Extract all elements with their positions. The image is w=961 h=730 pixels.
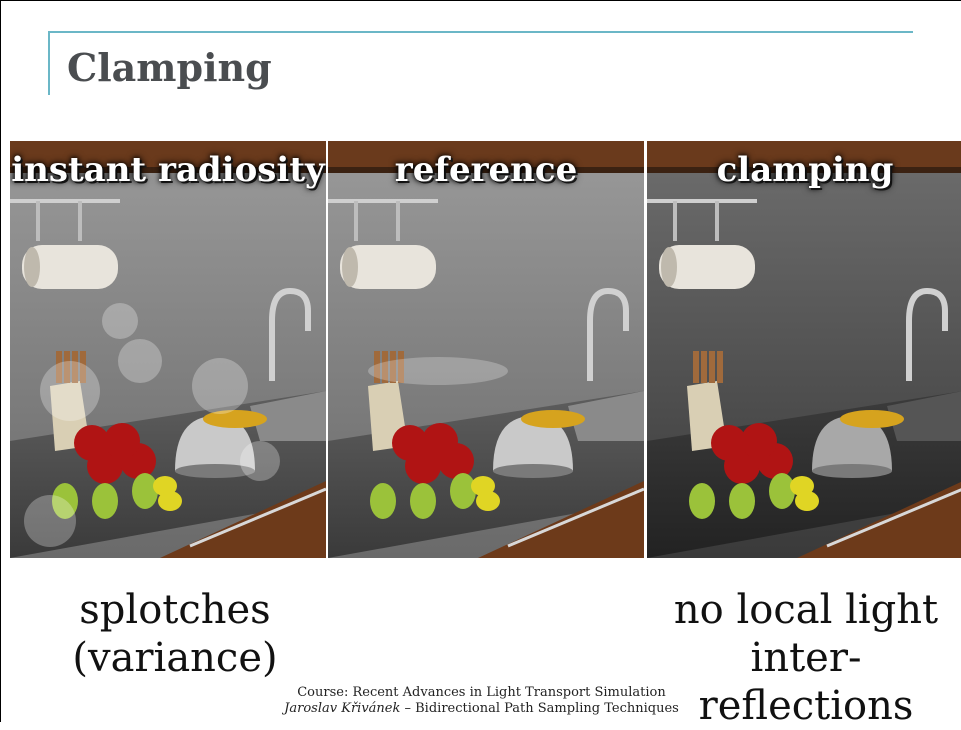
knife-handle — [398, 351, 404, 383]
green-pear — [132, 473, 158, 509]
sink-basin — [568, 391, 644, 441]
red-apple — [104, 423, 140, 459]
green-pear — [450, 473, 476, 509]
light-splotch — [192, 358, 248, 414]
knife-handle — [717, 351, 723, 383]
light-splotch — [102, 303, 138, 339]
render-panel-clamping: clamping — [647, 141, 961, 558]
knife-handle — [693, 351, 699, 383]
paper-towel-roll — [340, 245, 436, 289]
knife-handle — [382, 351, 388, 383]
kettle-base — [175, 464, 255, 478]
knife-handle — [80, 351, 86, 383]
green-pear — [729, 483, 755, 519]
paper-towel-roll-end — [661, 247, 677, 287]
green-pear — [410, 483, 436, 519]
panel-label-instant-radiosity: instant radiosity — [11, 150, 325, 190]
kettle — [493, 416, 573, 471]
knife-handle — [64, 351, 70, 383]
drawer-handle — [189, 487, 326, 548]
wood-drawer-front — [160, 481, 326, 558]
sink-basin — [887, 391, 961, 441]
yellow-bowl — [521, 410, 585, 428]
green-pear — [52, 483, 78, 519]
light-splotch — [40, 361, 100, 421]
paper-towel-roll — [659, 245, 755, 289]
light-splotch — [240, 441, 280, 481]
kettle-base — [812, 464, 892, 478]
caption-left-line1: splotches — [79, 587, 271, 633]
green-pear — [92, 483, 118, 519]
knife-handle — [390, 351, 396, 383]
panel-label-reference: reference — [394, 150, 578, 190]
title-accent-rule-horizontal — [48, 31, 913, 33]
green-pear — [769, 473, 795, 509]
yellow-bowl — [203, 410, 267, 428]
title-accent-rule-vertical — [48, 31, 50, 95]
lemon — [476, 491, 500, 511]
yellow-bowl — [840, 410, 904, 428]
knife-handle — [72, 351, 78, 383]
knife-handle — [56, 351, 62, 383]
green-pear — [370, 483, 396, 519]
light-splotch — [24, 495, 76, 547]
knife-handle — [374, 351, 380, 383]
red-apple — [392, 425, 428, 461]
caption-right-line1: no local light — [673, 587, 939, 633]
lemon — [790, 476, 814, 496]
caption-right: no local light inter-reflections — [651, 586, 961, 730]
lemon — [795, 491, 819, 511]
kitchen-render-image — [10, 141, 326, 558]
faucet — [587, 287, 629, 381]
drawer-handle — [507, 487, 644, 548]
paper-towel-roll-end — [342, 247, 358, 287]
kettle-base — [493, 464, 573, 478]
kitchen-render-image — [647, 141, 961, 558]
footer-author: Jaroslav Křivánek — [284, 701, 401, 716]
wood-cabinet-top — [647, 141, 961, 171]
lemon — [153, 476, 177, 496]
red-apple — [711, 425, 747, 461]
soft-reflection — [368, 357, 508, 385]
wood-drawer-front — [478, 481, 644, 558]
slide-title: Clamping — [67, 45, 272, 90]
cabinet-shadow — [10, 167, 326, 173]
lemon — [158, 491, 182, 511]
faucet — [269, 287, 311, 381]
paper-towel-roll — [22, 245, 118, 289]
kettle — [175, 416, 255, 471]
kitchen-render-image — [328, 141, 644, 558]
sink-basin — [250, 391, 326, 441]
lemon — [471, 476, 495, 496]
wood-drawer-front — [797, 481, 961, 558]
caption-left-line2: (variance) — [72, 635, 278, 681]
red-apple — [741, 423, 777, 459]
drawer-handle — [826, 488, 961, 548]
knife-handle — [701, 351, 707, 383]
caption-right-line2: inter-reflections — [698, 635, 914, 729]
footer-course: Course: Recent Advances in Light Transpo… — [297, 685, 666, 700]
wood-cabinet-top — [328, 141, 644, 171]
red-apple — [74, 425, 110, 461]
footer-lecture: Jaroslav Křivánek – Bidirectional Path S… — [1, 701, 961, 717]
panel-label-clamping: clamping — [716, 150, 894, 190]
wood-cabinet-top — [10, 141, 326, 171]
faucet — [906, 287, 948, 381]
knife-handle — [709, 351, 715, 383]
light-splotch — [118, 339, 162, 383]
cabinet-shadow — [328, 167, 644, 173]
paper-towel-roll-end — [24, 247, 40, 287]
green-pear — [689, 483, 715, 519]
caption-left: splotches (variance) — [55, 586, 295, 682]
red-apple — [422, 423, 458, 459]
kettle — [812, 416, 892, 471]
render-panel-instant-radiosity: instant radiosity — [10, 141, 326, 558]
render-panel-reference: reference — [328, 141, 644, 558]
cabinet-shadow — [647, 167, 961, 173]
footer-lecture-title: – Bidirectional Path Sampling Techniques — [400, 701, 679, 716]
